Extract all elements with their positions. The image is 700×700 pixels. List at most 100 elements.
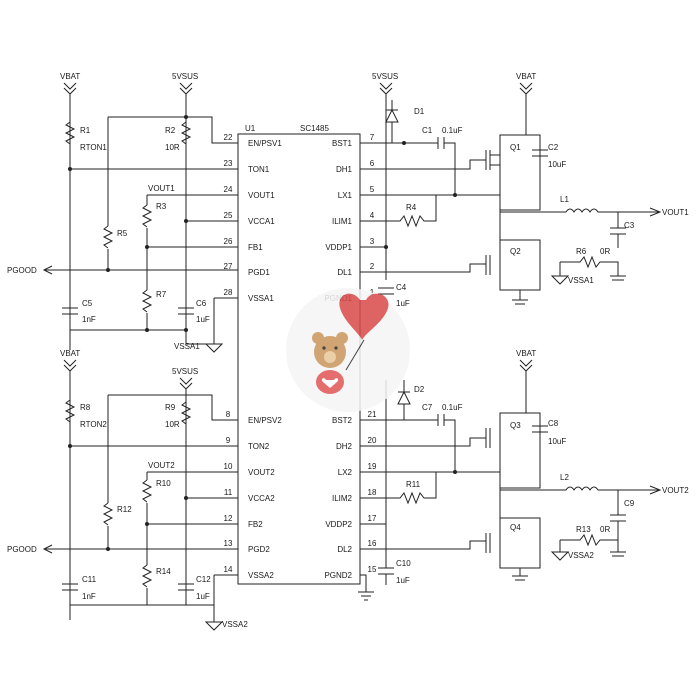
vbat-symbol: VBAT bbox=[516, 349, 536, 413]
pin-number: 1 bbox=[370, 288, 375, 297]
pgood-label: PGOOD bbox=[7, 266, 37, 275]
pin-name: EN/PSV2 bbox=[248, 416, 282, 425]
pin-name: PGD2 bbox=[248, 545, 270, 554]
pin-name: PGD1 bbox=[248, 268, 270, 277]
pin-number: 8 bbox=[226, 410, 231, 419]
svg-text:VBAT: VBAT bbox=[516, 349, 536, 358]
c9-label: C9 bbox=[624, 499, 635, 508]
pin-name: VOUT1 bbox=[248, 191, 275, 200]
pin-number: 13 bbox=[224, 539, 233, 548]
c5-label: C5 bbox=[82, 299, 93, 308]
svg-text:5VSUS: 5VSUS bbox=[172, 367, 198, 376]
c11-label: C11 bbox=[82, 575, 97, 584]
pin-number: 10 bbox=[224, 462, 233, 471]
c8-value: 10uF bbox=[548, 437, 566, 446]
c5-value: 1nF bbox=[82, 315, 96, 324]
c7-value: 0.1uF bbox=[442, 403, 463, 412]
pin-name: TON1 bbox=[248, 165, 270, 174]
c1-label: C1 bbox=[422, 126, 433, 135]
c8-label: C8 bbox=[548, 419, 559, 428]
c3-label: C3 bbox=[624, 221, 635, 230]
r9-label: R9 bbox=[165, 403, 176, 412]
pin-number: 11 bbox=[224, 488, 233, 497]
pgood-label-2: PGOOD bbox=[7, 545, 37, 554]
l2-label: L2 bbox=[560, 473, 569, 482]
pin-name: VSSA1 bbox=[248, 294, 274, 303]
pin-name: VSSA2 bbox=[248, 571, 274, 580]
pin-name: VDDP2 bbox=[325, 520, 352, 529]
vout2-label: VOUT2 bbox=[148, 461, 175, 470]
c4-value: 1uF bbox=[396, 299, 410, 308]
pin-number: 7 bbox=[370, 133, 375, 142]
pin-number: 6 bbox=[370, 159, 375, 168]
svg-text:VBAT: VBAT bbox=[60, 72, 80, 81]
vssa2-label: VSSA2 bbox=[222, 620, 248, 629]
d1-label: D1 bbox=[414, 107, 425, 116]
pin-number: 9 bbox=[226, 436, 231, 445]
pin-name: EN/PSV1 bbox=[248, 139, 282, 148]
pin-number: 14 bbox=[224, 565, 233, 574]
vbat-symbol: VBAT bbox=[60, 72, 80, 350]
q4-label: Q4 bbox=[510, 523, 521, 532]
rton2-label: RTON2 bbox=[80, 420, 107, 429]
r12-label: R12 bbox=[117, 505, 132, 514]
r1-label: R1 bbox=[80, 126, 91, 135]
ic-part: SC1485 bbox=[300, 124, 329, 133]
pin-number: 20 bbox=[368, 436, 377, 445]
ic-ref: U1 bbox=[245, 124, 256, 133]
pin-name: DH1 bbox=[336, 165, 353, 174]
pin-name: VDDP1 bbox=[325, 243, 352, 252]
c6-value: 1uF bbox=[196, 315, 210, 324]
l1-inductor bbox=[500, 208, 660, 213]
teddy-bear-heart-balloon-icon bbox=[286, 288, 410, 412]
c7-label: C7 bbox=[422, 403, 433, 412]
r6-label: R6 bbox=[576, 247, 587, 256]
pin-number: 25 bbox=[224, 211, 233, 220]
pin-number: 24 bbox=[224, 185, 233, 194]
c12-label: C12 bbox=[196, 575, 211, 584]
pin-name: VCCA2 bbox=[248, 494, 275, 503]
c10-label: C10 bbox=[396, 559, 411, 568]
pin-number: 19 bbox=[368, 462, 377, 471]
c2-value: 10uF bbox=[548, 160, 566, 169]
pin-name: LX2 bbox=[338, 468, 353, 477]
c12-value: 1uF bbox=[196, 592, 210, 601]
d2-label: D2 bbox=[414, 385, 425, 394]
pin-number: 27 bbox=[224, 262, 233, 271]
r2-label: R2 bbox=[165, 126, 176, 135]
pin-name: DL2 bbox=[337, 545, 352, 554]
l1-label: L1 bbox=[560, 195, 569, 204]
r6-value: 0R bbox=[600, 247, 610, 256]
svg-text:5VSUS: 5VSUS bbox=[172, 72, 198, 81]
pin-number: 12 bbox=[224, 514, 233, 523]
q3-label: Q3 bbox=[510, 421, 521, 430]
r14-label: R14 bbox=[156, 567, 171, 576]
r11-label: R11 bbox=[406, 480, 421, 489]
r8-label: R8 bbox=[80, 403, 91, 412]
r1-resistor bbox=[64, 121, 76, 145]
vout2-out-label: VOUT2 bbox=[662, 486, 689, 495]
5vsus-symbol: 5VSUS bbox=[172, 72, 198, 330]
pin-name: PGND2 bbox=[324, 571, 352, 580]
pin-name: VOUT2 bbox=[248, 468, 275, 477]
rton1-label: RTON1 bbox=[80, 143, 107, 152]
d1-diode bbox=[385, 108, 399, 123]
c10-value: 1uF bbox=[396, 576, 410, 585]
pin-number: 16 bbox=[368, 539, 377, 548]
pin-number: 26 bbox=[224, 237, 233, 246]
c5-capacitor bbox=[62, 307, 78, 330]
c6-capacitor bbox=[178, 307, 194, 315]
c2-label: C2 bbox=[548, 143, 559, 152]
pin-name: VCCA1 bbox=[248, 217, 275, 226]
r3-label: R3 bbox=[156, 202, 167, 211]
pin-number: 28 bbox=[224, 288, 233, 297]
pin-name: LX1 bbox=[338, 191, 353, 200]
pin-number: 21 bbox=[368, 410, 377, 419]
pin-name: ILIM2 bbox=[332, 494, 353, 503]
vssa2-out-label: VSSA2 bbox=[568, 551, 594, 560]
vout1-out-label: VOUT1 bbox=[662, 208, 689, 217]
r13-value: 0R bbox=[600, 525, 610, 534]
pin-name: FB2 bbox=[248, 520, 263, 529]
pin-number: 3 bbox=[370, 237, 375, 246]
